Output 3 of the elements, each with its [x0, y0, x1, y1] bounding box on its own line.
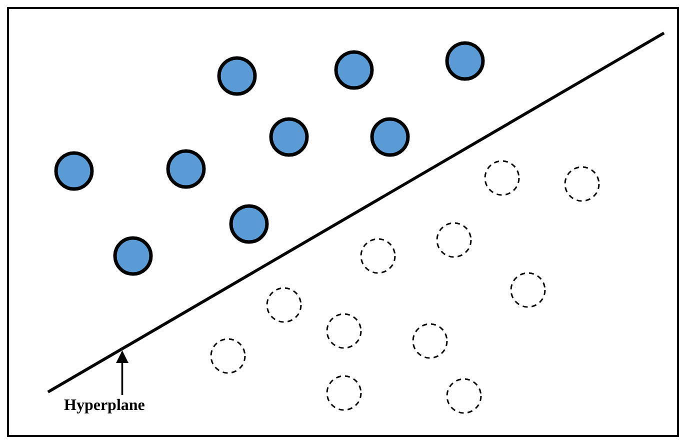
hyperplane-line: [47, 32, 665, 394]
hyperplane-label: Hyperplane: [64, 397, 145, 415]
leader-arrow: [116, 350, 129, 395]
